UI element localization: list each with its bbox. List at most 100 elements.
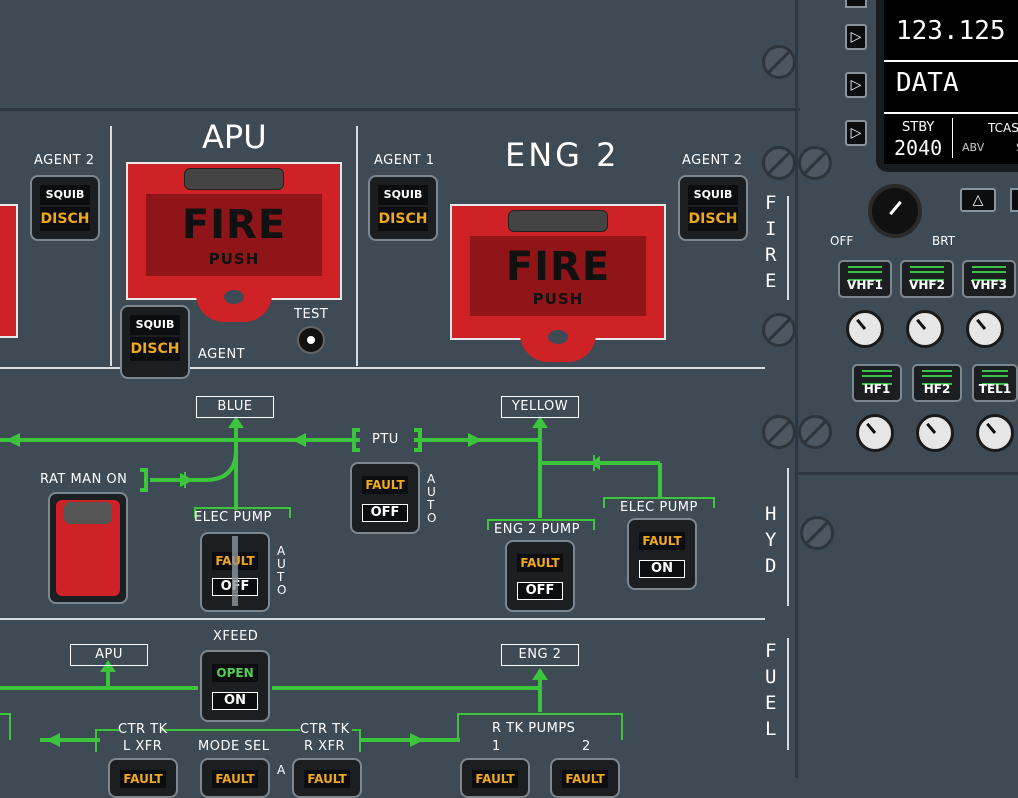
hyd-yellow-elec-pump-button[interactable]: FAULT ON xyxy=(627,518,697,590)
rat-man-on-guard-cover xyxy=(56,500,120,596)
rmp-volume-knob[interactable] xyxy=(966,310,1004,348)
hyd-ptu-button[interactable]: FAULT OFF xyxy=(350,462,420,534)
rmp-volume-knob[interactable] xyxy=(846,310,884,348)
hyd-eng2-pump-label: ENG 2 PUMP xyxy=(494,522,580,537)
fuel-bracket xyxy=(95,729,120,752)
fuel-r-xfr-button[interactable]: FAULT xyxy=(292,758,362,798)
rmp-vhf1-button[interactable]: VHF1 xyxy=(838,260,892,298)
rmp-off-label: OFF xyxy=(830,234,854,248)
rmp-next-button-partial[interactable] xyxy=(1010,188,1018,212)
hyd-section-letter-3: D xyxy=(765,555,777,577)
rmp-up-button[interactable]: △ xyxy=(960,188,996,212)
hyd-yellow-label: YELLOW xyxy=(501,396,579,418)
fuel-ctr-tk-left-label: CTR TK xyxy=(118,722,168,737)
fuel-mode-sel-a-label: A xyxy=(277,763,286,777)
hyd-eng2-pump-button[interactable]: FAULT OFF xyxy=(505,540,575,612)
rmp-stby-label: STBY xyxy=(902,120,935,135)
apu-agent-label: AGENT xyxy=(198,347,246,362)
rmp-volume-knob[interactable] xyxy=(856,414,894,452)
rat-man-on-guard[interactable] xyxy=(48,492,128,604)
hyd-section-letter-2: Y xyxy=(765,529,777,551)
eng2-agent2-label: AGENT 2 xyxy=(682,153,743,168)
eng1-agent2-squib-disch-button[interactable]: SQUIB DISCH xyxy=(30,175,100,241)
screw-icon xyxy=(762,146,796,180)
guard-bar xyxy=(232,536,238,606)
lsk-arrow-button-top-partial[interactable] xyxy=(845,0,867,8)
lsk-arrow-button[interactable]: ▷ xyxy=(845,24,867,50)
flow-arrow-icon xyxy=(228,416,244,428)
hyd-blue-label: BLUE xyxy=(196,396,274,418)
fault-light: FAULT xyxy=(212,770,258,788)
rmp-vhf2-button[interactable]: VHF2 xyxy=(900,260,954,298)
active-indicator-bars xyxy=(982,370,1008,385)
eng1-fire-handle-partial[interactable] xyxy=(0,204,18,338)
on-light: ON xyxy=(639,560,685,578)
auto-label-letter: O xyxy=(427,511,437,525)
fuel-eng2-label: ENG 2 xyxy=(501,644,579,666)
rat-guard-slot xyxy=(64,502,112,524)
lsk-arrow-button[interactable]: ▷ xyxy=(845,120,867,146)
play-arrow-icon: ▷ xyxy=(850,125,862,141)
fuel-section-letter-4: L xyxy=(765,718,777,740)
rmp-volume-knob[interactable] xyxy=(976,414,1014,452)
hyd-pump-bracket xyxy=(487,519,595,530)
fuel-r-tk-pump1-button[interactable]: FAULT xyxy=(460,758,530,798)
rmp-hf2-button[interactable]: HF2 xyxy=(912,364,962,402)
hyd-line xyxy=(352,428,360,452)
rmp-display: 123.125 DATA STBY 2040 ABV TCAS S xyxy=(884,0,1018,164)
fire-hyd-divider xyxy=(0,367,765,369)
eng2-agent1-label: AGENT 1 xyxy=(374,153,435,168)
on-light: ON xyxy=(212,692,258,710)
up-triangle-icon: △ xyxy=(972,192,984,208)
rmp-display-divider xyxy=(884,60,1018,62)
eng2-fire-title: ENG 2 xyxy=(505,136,620,174)
rmp-vhf3-button[interactable]: VHF3 xyxy=(962,260,1016,298)
apu-test-button[interactable] xyxy=(297,326,325,354)
fault-light: FAULT xyxy=(562,770,608,788)
apu-fire-handle-slot xyxy=(184,168,284,190)
rmp-display-vdivider xyxy=(952,118,953,158)
apu-fire-handle-tab-hole xyxy=(224,290,244,304)
eng1-agent2-label: AGENT 2 xyxy=(34,153,95,168)
active-indicator-bars xyxy=(910,266,944,281)
fault-light: FAULT xyxy=(472,770,518,788)
disch-light: DISCH xyxy=(378,207,428,231)
fuel-r-tk-pump2-button[interactable]: FAULT xyxy=(550,758,620,798)
rmp-brightness-knob-pointer xyxy=(889,200,902,216)
apu-squib-disch-button[interactable]: SQUIB DISCH xyxy=(120,305,190,379)
play-arrow-icon: ▷ xyxy=(850,77,862,93)
rmp-tel1-button[interactable]: TEL1 xyxy=(972,364,1018,402)
apu-fire-handle[interactable]: FIRE PUSH xyxy=(126,162,342,300)
eng2-agent2-squib-disch-button[interactable]: SQUIB DISCH xyxy=(678,175,748,241)
active-indicator-bars xyxy=(972,266,1006,281)
hyd-blue-elec-pump-button[interactable]: FAULT OFF xyxy=(200,532,270,612)
rmp-brightness-knob[interactable] xyxy=(868,184,922,238)
squib-light: SQUIB xyxy=(688,185,738,205)
off-light: OFF xyxy=(362,504,408,522)
flow-arrow-icon xyxy=(6,433,20,447)
fuel-mode-sel-button[interactable]: FAULT xyxy=(200,758,270,798)
screw-icon xyxy=(800,516,834,550)
rmp-panel-bottom-edge xyxy=(798,472,1018,475)
fuel-section-letter-2: U xyxy=(765,666,777,688)
fuel-l-xfr-button[interactable]: FAULT xyxy=(108,758,178,798)
screw-icon xyxy=(798,146,832,180)
eng2-agent1-squib-disch-button[interactable]: SQUIB DISCH xyxy=(368,175,438,241)
fuel-xfeed-button[interactable]: OPEN ON xyxy=(200,650,270,722)
rmp-volume-knob[interactable] xyxy=(906,310,944,348)
rmp-hf1-button[interactable]: HF1 xyxy=(852,364,902,402)
eng2-fire-handle[interactable]: FIRE PUSH xyxy=(450,204,666,340)
fuel-r-tk-pumps-label: R TK PUMPS xyxy=(492,721,576,736)
rmp-vhf1-label: VHF1 xyxy=(847,278,883,292)
lsk-arrow-button[interactable]: ▷ xyxy=(845,72,867,98)
disch-light: DISCH xyxy=(130,337,180,361)
fuel-section-bar xyxy=(787,638,789,750)
flow-arrow-icon xyxy=(46,733,60,747)
apu-test-label: TEST xyxy=(294,307,329,322)
fuel-ctr-tk-right-label: CTR TK xyxy=(300,722,350,737)
apu-left-divider xyxy=(110,126,112,366)
rmp-volume-knob[interactable] xyxy=(916,414,954,452)
screw-icon xyxy=(798,415,832,449)
right-panel-edge xyxy=(795,0,798,778)
rmp-brt-label: BRT xyxy=(932,234,956,248)
